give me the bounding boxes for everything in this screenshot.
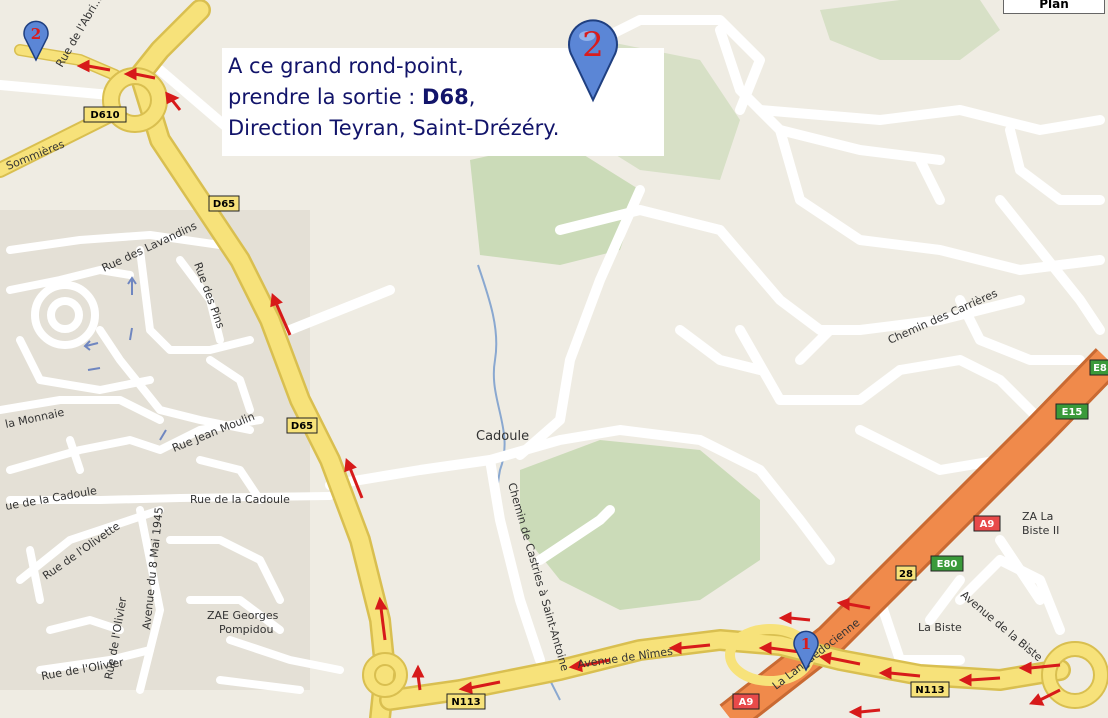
svg-text:D610: D610 [90,110,119,121]
callout-marker-2: 2 [568,19,618,103]
svg-text:28: 28 [899,569,913,580]
callout-line-3: Direction Teyran, Saint-Drézéry. [228,116,560,140]
label-pompidou: Pompidou [219,623,273,636]
svg-text:N113: N113 [451,697,480,708]
svg-text:D65: D65 [291,421,313,432]
forest-area [470,140,640,265]
svg-text:E80: E80 [937,559,958,570]
road-shield-a9-right: A9 [973,515,1001,532]
map-type-plan-button[interactable]: Plan [1003,0,1105,14]
label-la-biste: La Biste [918,621,962,634]
route-marker-1[interactable]: 1 [793,630,819,672]
svg-text:A9: A9 [980,519,995,530]
label-cadoule: Cadoule [476,429,529,444]
label-zae-georges: ZAE Georges [207,609,279,622]
route-marker-2[interactable]: 2 [23,20,49,62]
svg-text:D65: D65 [213,199,235,210]
one-way-arrows [83,276,167,441]
route-arrows [76,59,1061,718]
road-shield-e8: E8 [1089,359,1108,376]
road-shield-e80: E80 [930,555,964,572]
minor-roads [0,15,1105,665]
svg-text:E8: E8 [1093,363,1107,374]
svg-text:A9: A9 [739,697,754,708]
label-rue-cadoule: Rue de la Cadoule [190,493,290,506]
callout-line-2: prendre la sortie : D68, [228,82,664,113]
road-shield-d610: D610 [83,106,127,123]
road-shield-a9-bottom: A9 [732,693,760,710]
road-shield-e15: E15 [1055,403,1089,420]
svg-text:2: 2 [31,25,41,43]
road-shield-d65-mid: D65 [286,417,318,434]
forest-area [820,0,1000,60]
forest-area [520,440,760,610]
roundabout-right [1043,643,1107,707]
label-biste-ii: Biste II [1022,524,1059,537]
label-za-la: ZA La [1022,510,1053,523]
callout-line-2-prefix: prendre la sortie : [228,85,423,109]
exit-shield-28: 28 [895,565,917,581]
callout-road-d68: D68 [422,85,469,109]
svg-text:1: 1 [801,635,811,653]
residential-streets [0,231,344,694]
road-shield-n113-right: N113 [910,681,950,698]
callout-line-1: A ce grand rond-point, [228,54,464,78]
svg-text:E15: E15 [1062,407,1083,418]
callout-line-2-suffix: , [468,85,476,109]
svg-text:N113: N113 [915,685,944,696]
road-shield-d65-top: D65 [208,195,240,212]
roundabout-bottom [364,654,406,696]
road-shield-n113-left: N113 [446,693,486,710]
label-avenue-biste: Avenue de la Biste [958,588,1045,664]
svg-text:2: 2 [582,25,604,65]
